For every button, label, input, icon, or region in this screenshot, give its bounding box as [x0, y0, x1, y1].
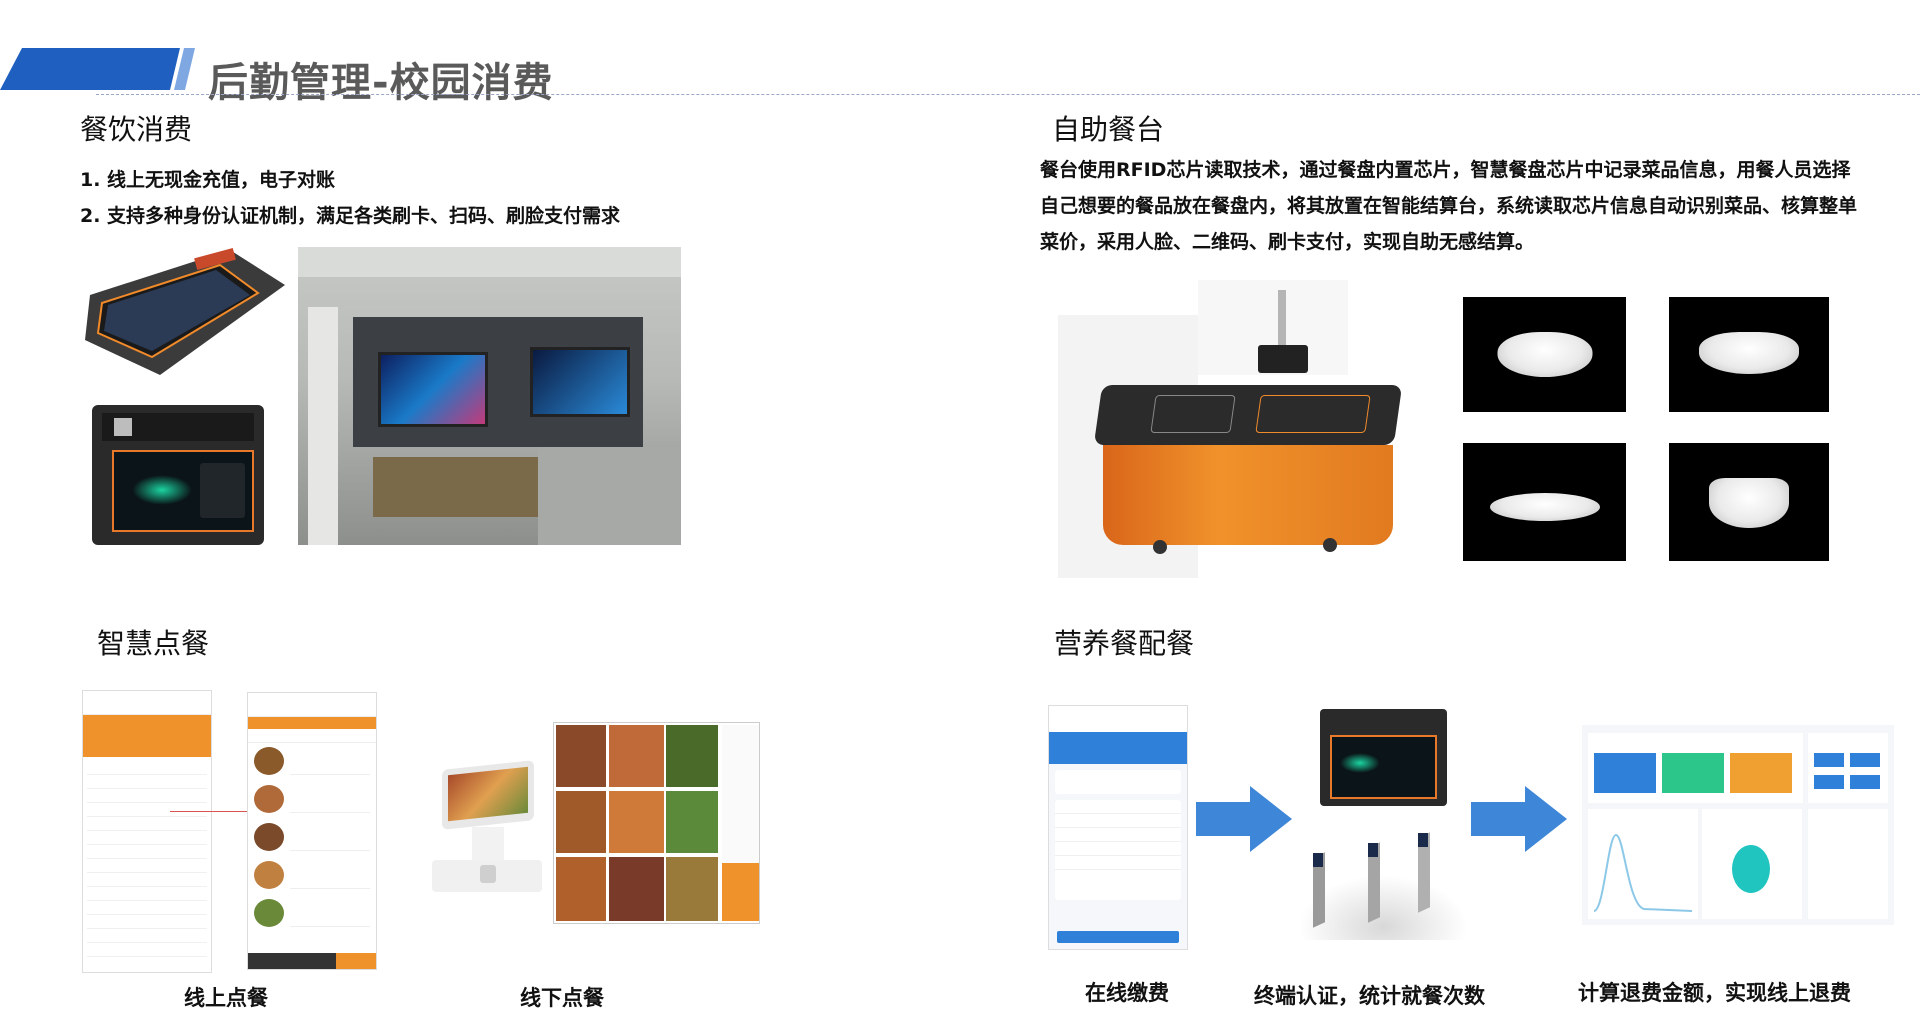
selfservice-description: 餐台使用RFID芯片读取技术，通过餐盘内置芯片，智慧餐盘芯片中记录菜品信息，用餐… — [1040, 159, 1858, 253]
online-order-caption: 线上点餐 — [184, 986, 268, 1010]
terminal-gate-image — [1268, 705, 1468, 945]
smart-plate-image-2 — [1669, 297, 1829, 412]
catering-point-2: 2. 支持多种身份认证机制，满足各类刷卡、扫码、刷脸支付需求 — [80, 205, 621, 227]
nutrition-title: 营养餐配餐 — [1054, 627, 1195, 660]
smart-plate-image-1 — [1463, 297, 1626, 412]
nutrition-caption-1: 在线缴费 — [1085, 981, 1169, 1005]
face-terminal-image — [92, 405, 264, 545]
online-order-screen-1 — [82, 690, 212, 973]
online-order-screen-2 — [247, 692, 377, 970]
smart-bowl-image-4 — [1669, 443, 1829, 561]
nutrition-caption-2: 终端认证，统计就餐次数 — [1254, 984, 1485, 1008]
smart-plate-image-3 — [1463, 443, 1626, 561]
flow-arrow-1 — [1196, 786, 1292, 852]
catering-title: 餐饮消费 — [80, 113, 193, 146]
ordering-title: 智慧点餐 — [97, 627, 210, 660]
canteen-photo — [298, 247, 681, 545]
flow-arrow-2 — [1471, 786, 1567, 852]
catering-point-1: 1. 线上无现金充值，电子对账 — [80, 169, 336, 191]
selfservice-title: 自助餐台 — [1052, 113, 1165, 146]
connector-line — [170, 811, 255, 812]
nutrition-caption-3: 计算退费金额，实现线上退费 — [1578, 981, 1851, 1005]
ordering-kiosk-image — [432, 760, 542, 895]
offline-order-caption: 线下点餐 — [520, 986, 604, 1010]
refund-dashboard-screen — [1582, 725, 1894, 925]
online-payment-screen — [1048, 705, 1188, 950]
pos-terminal-image — [85, 248, 285, 375]
title-divider — [96, 94, 1920, 95]
offline-menu-screen — [553, 722, 760, 924]
smart-settlement-counter-image — [1058, 280, 1403, 578]
page-title: 后勤管理-校园消费 — [208, 60, 554, 106]
header-accent-bar — [0, 48, 195, 90]
